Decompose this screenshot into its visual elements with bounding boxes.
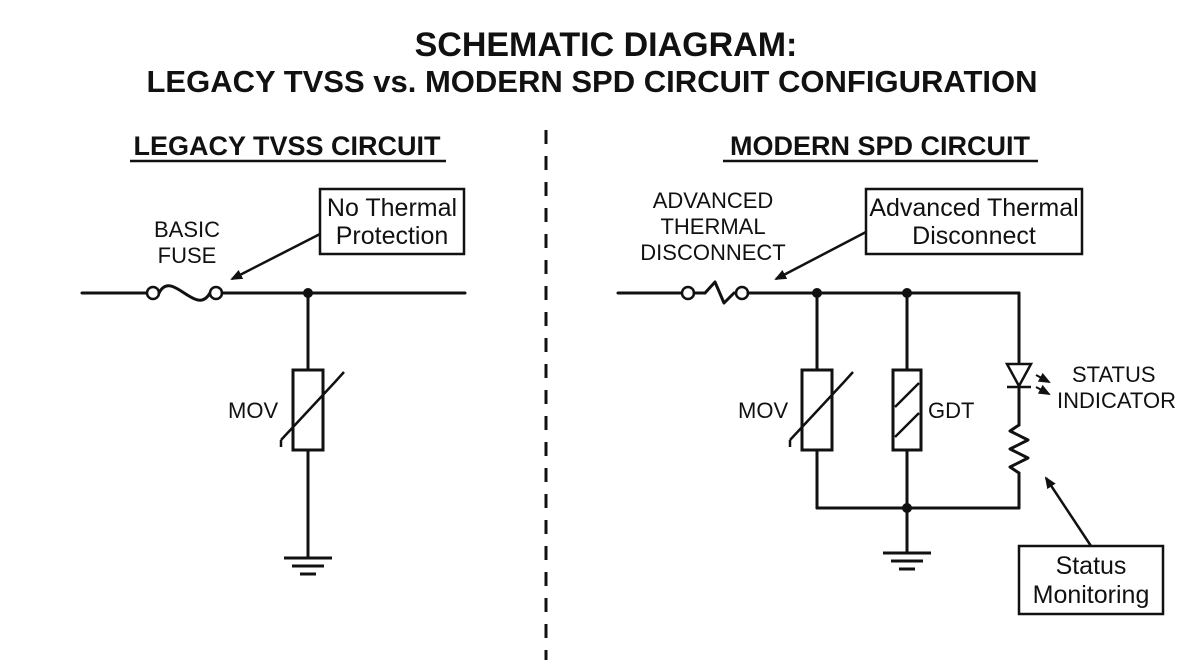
modern-ground-icon (883, 551, 931, 571)
legacy-heading: LEGACY TVSS CIRCUIT (133, 131, 441, 161)
legacy-callout-line2: Protection (336, 222, 449, 250)
modern-disconnect-label-2: THERMAL (660, 214, 765, 239)
modern-callout-box (864, 187, 1084, 256)
modern-thermal-disconnect-symbol (680, 280, 750, 305)
diagram-title-line1: SCHEMATIC DIAGRAM: (415, 26, 798, 64)
modern-resistor-icon (1008, 423, 1030, 475)
modern-monitoring-line1: Status (1056, 552, 1127, 580)
legacy-callout-arrow (230, 232, 321, 281)
legacy-fuse-label-2: FUSE (158, 243, 217, 268)
modern-panel: MODERN SPD CIRCUIT ADVANCED THERMAL DISC… (616, 131, 1176, 616)
modern-mov-label: MOV (738, 398, 788, 423)
legacy-callout-line1: No Thermal (327, 194, 457, 222)
legacy-mov-label: MOV (228, 398, 278, 423)
modern-gdt-symbol (891, 368, 923, 452)
legacy-fuse-symbol (145, 284, 224, 302)
legacy-fuse-label-1: BASIC (154, 217, 220, 242)
modern-callout-line1: Advanced Thermal (869, 194, 1078, 222)
modern-heading: MODERN SPD CIRCUIT (730, 131, 1031, 161)
legacy-callout-box (318, 187, 466, 256)
modern-monitoring-arrow (1044, 476, 1093, 547)
modern-disconnect-label-3: DISCONNECT (640, 240, 785, 265)
modern-mov-symbol (788, 368, 854, 452)
modern-callout-line2: Disconnect (912, 222, 1036, 250)
modern-disconnect-label-1: ADVANCED (653, 188, 774, 213)
modern-led-icon (1004, 362, 1051, 395)
modern-gdt-label: GDT (928, 398, 974, 423)
legacy-ground-icon (284, 556, 332, 576)
modern-callout-arrow (774, 230, 867, 281)
modern-indicator-label-2: INDICATOR (1057, 388, 1176, 413)
modern-indicator-label-1: STATUS (1072, 362, 1156, 387)
modern-junction-bottom (902, 503, 912, 513)
legacy-panel: LEGACY TVSS CIRCUIT BASIC FUSE No Therma… (80, 131, 467, 576)
modern-monitoring-line2: Monitoring (1033, 581, 1150, 609)
diagram-title-line2: LEGACY TVSS vs. MODERN SPD CIRCUIT CONFI… (146, 64, 1037, 99)
modern-monitoring-callout-box (1017, 544, 1165, 616)
legacy-mov-symbol (279, 368, 345, 452)
